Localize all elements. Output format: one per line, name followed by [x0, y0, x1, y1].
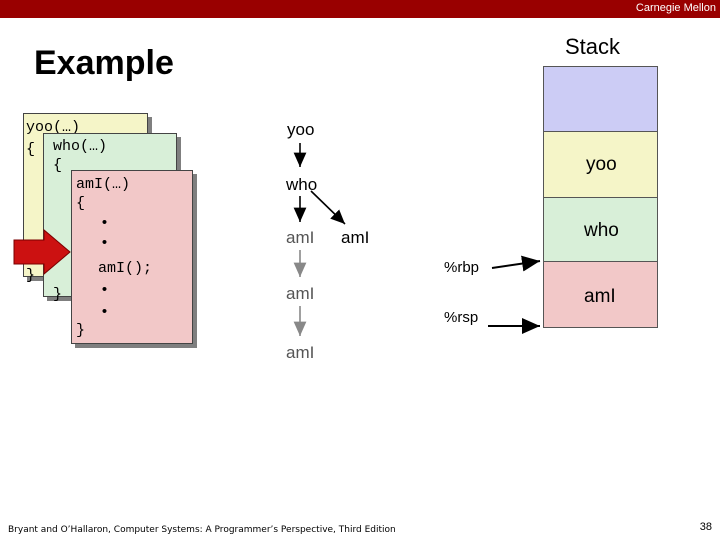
code-who-open-brace: { [53, 157, 63, 174]
code-ami-recursive-call: amI(); [98, 260, 153, 277]
footer-citation: Bryant and O’Hallaron, Computer Systems:… [8, 525, 396, 535]
code-card-ami: amI(…) { • • amI(); • • } [71, 170, 193, 344]
stack-title: Stack [565, 34, 621, 59]
stack-frame-ami-label: amI [584, 286, 616, 307]
code-yoo-signature: yoo(…) [26, 119, 81, 136]
tree-node-ami-active: amI [286, 228, 315, 247]
top-bar: Carnegie Mellon [0, 0, 720, 18]
code-yoo-close-brace: } [26, 267, 36, 284]
stack-frame-who: who [543, 197, 658, 263]
stack-frame-yoo-label: yoo [586, 154, 617, 175]
code-ami-dot-1: • [100, 215, 110, 232]
code-who-close-brace: } [53, 286, 63, 303]
code-ami-open-brace: { [76, 195, 86, 212]
code-yoo-open-brace: { [26, 141, 36, 158]
code-ami-dot-2: • [100, 235, 110, 252]
stack-frame-who-label: who [584, 220, 619, 241]
brand-label: Carnegie Mellon [635, 2, 716, 14]
tree-node-ami-sibling: amI [341, 228, 370, 247]
code-ami-dot-3: • [100, 282, 110, 299]
tree-node-ami-depth3: amI [286, 343, 315, 362]
tree-node-who: who [286, 175, 318, 194]
stack-frame-ami: amI [543, 261, 658, 328]
code-ami-signature: amI(…) [76, 176, 131, 193]
stack-frame-empty [543, 66, 658, 133]
tree-node-ami-depth2: amI [286, 284, 315, 303]
code-ami-dot-4: • [100, 304, 110, 321]
tree-edge-who-ami-sibling [310, 190, 346, 225]
rbp-pointer-arrow [491, 255, 541, 272]
page-number: 38 [699, 521, 712, 533]
code-ami-close-brace: } [76, 322, 86, 339]
tree-node-yoo: yoo [287, 120, 315, 139]
register-rbp-label: %rbp [444, 259, 480, 276]
slide-title: Example [34, 44, 174, 82]
code-who-signature: who(…) [53, 138, 108, 155]
execution-pointer-arrow [13, 228, 71, 276]
register-rsp-label: %rsp [444, 309, 479, 326]
